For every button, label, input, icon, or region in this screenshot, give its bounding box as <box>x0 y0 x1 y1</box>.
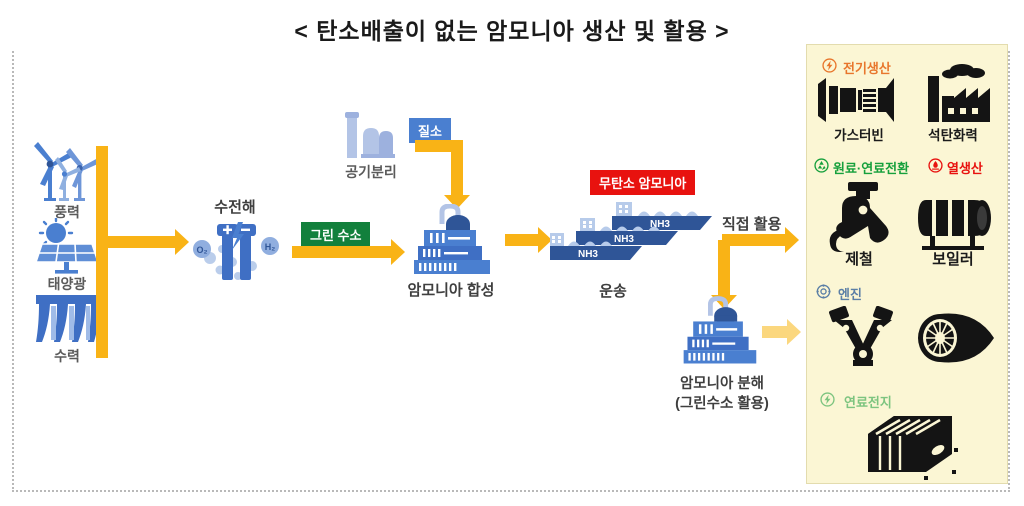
energy-source-hydro <box>33 292 103 344</box>
ammonia-cracking-label-line2: (그린수소 활용) <box>675 396 769 412</box>
utilization-item-piston-engine <box>822 306 904 368</box>
category-label-engine: 엔진 <box>838 287 862 302</box>
utilization-item-jet-engine <box>910 310 1002 366</box>
utilization-item-fuel-cell <box>858 412 962 482</box>
electrolysis-label: 수전해 <box>214 199 256 216</box>
jet-engine-icon <box>918 313 994 363</box>
energy-source-solar <box>28 218 106 276</box>
utilization-item-steel <box>822 180 900 254</box>
recycle-icon <box>814 158 829 173</box>
category-label-fuel-cell: 연료전지 <box>844 395 892 410</box>
arrow-transport-to-cracking <box>711 240 737 309</box>
category-label-fuel-conversion: 원료·연료전환 <box>833 161 910 176</box>
arrow-energy-to-electrolysis <box>104 229 189 255</box>
arrow-hydrogen-to-synthesis <box>292 239 405 265</box>
piston-engine-icon <box>829 306 893 366</box>
electrolysis-cell-icon: O₂ H₂ <box>193 222 279 280</box>
air-separation-unit <box>341 110 401 158</box>
gear-icon <box>816 284 831 299</box>
arrow-synthesis-to-transport <box>505 227 552 253</box>
ammonia-synthesis-label: 암모니아 합성 <box>407 282 495 299</box>
solar-panel-icon <box>34 218 100 274</box>
utilization-item-gas-turbine-label: 가스터빈 <box>834 128 884 143</box>
category-label-electricity: 전기생산 <box>843 61 891 76</box>
arrow-nitrogen-to-synthesis <box>444 140 470 209</box>
ammonia-synthesis-plant <box>406 204 496 276</box>
arrow-cracking-to-panel <box>762 319 801 345</box>
energy-source-solar-label: 태양광 <box>47 276 87 292</box>
electrolysis-cell: O₂ H₂ <box>192 216 280 286</box>
energy-source-hydro-label: 수력 <box>54 348 80 364</box>
power-bolt-icon <box>822 58 837 73</box>
svg-text:NH3: NH3 <box>650 219 670 230</box>
green-hydrogen-badge: 그린 수소 <box>301 222 371 247</box>
chemical-plant-icon <box>683 296 757 364</box>
steel-furnace-icon <box>829 182 889 252</box>
transport-label: 운송 <box>599 283 627 300</box>
ammonia-cracking-label-line1: 암모니아 분해 <box>679 376 765 392</box>
gas-turbine-icon <box>818 78 894 122</box>
fuel-cell-stack-icon <box>868 416 958 480</box>
chemical-plant-icon <box>414 204 490 274</box>
direct-use-label: 직접 활용 <box>722 216 782 233</box>
utilization-item-coal-power-label: 석탄화력 <box>928 128 978 143</box>
energy-source-wind <box>28 140 106 202</box>
air-separation-plant-icon <box>345 112 395 158</box>
category-label-heat: 열생산 <box>947 161 983 176</box>
arrow-direct-use <box>722 227 799 253</box>
carbon-free-ammonia-badge: 무탄소 암모니아 <box>590 170 696 195</box>
utilization-item-gas-turbine <box>816 76 902 124</box>
wind-turbine-icon <box>34 142 100 201</box>
boiler-icon <box>918 200 991 250</box>
hydro-dam-icon <box>36 295 100 342</box>
utilization-item-steel-label: 제철 <box>845 251 873 268</box>
air-separation-label: 공기분리 <box>345 164 397 180</box>
svg-text:NH3: NH3 <box>578 249 598 260</box>
svg-text:H₂: H₂ <box>265 242 276 252</box>
heat-flame-icon <box>928 158 943 173</box>
utilization-item-coal-power <box>912 62 996 124</box>
transport-ships: NH3 NH3 <box>550 196 736 282</box>
cargo-ship-icon: NH3 NH3 <box>550 202 712 260</box>
utilization-item-boiler-label: 보일러 <box>932 251 974 268</box>
svg-text:O₂: O₂ <box>197 245 208 255</box>
energy-collector-bar <box>96 146 108 358</box>
utilization-item-boiler <box>912 186 1000 252</box>
page-title: < 탄소배출이 없는 암모니아 생산 및 활용 > <box>0 8 1024 50</box>
coal-power-plant-icon <box>928 64 990 122</box>
svg-text:NH3: NH3 <box>614 234 634 245</box>
energy-source-wind-label: 풍력 <box>54 204 80 220</box>
power-bolt-icon <box>820 392 835 407</box>
nitrogen-badge: 질소 <box>409 118 451 143</box>
ammonia-cracking-plant <box>676 296 762 366</box>
